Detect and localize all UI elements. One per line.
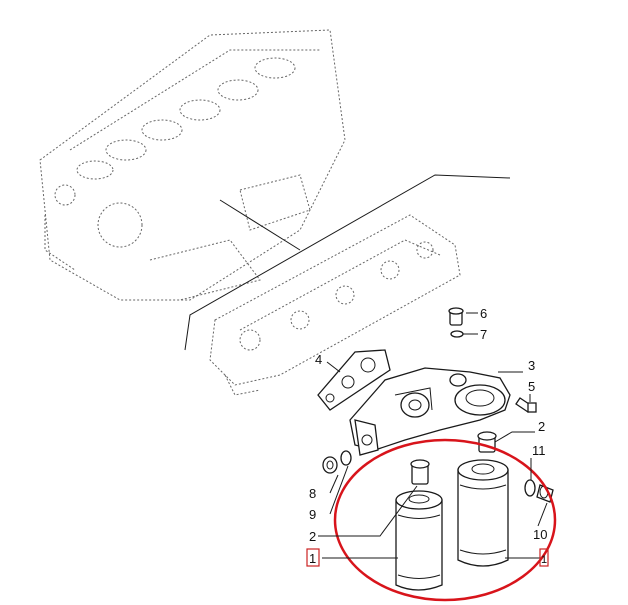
oring-part-9 <box>340 450 352 466</box>
callout-10: 10 <box>533 527 547 542</box>
callout-2-lower: 2 <box>309 529 316 544</box>
callout-2-upper: 2 <box>538 419 545 434</box>
callout-8: 8 <box>309 486 316 501</box>
callout-4: 4 <box>315 352 322 367</box>
callout-11: 11 <box>532 443 546 458</box>
adapter-part-2-lower <box>410 459 430 485</box>
oring-part-7 <box>450 330 464 338</box>
engine-block-ghost <box>39 29 346 301</box>
callout-6: 6 <box>480 306 487 321</box>
callout-1: 1 <box>309 551 316 566</box>
callout-5: 5 <box>528 379 535 394</box>
oil-cooler-ghost <box>209 214 461 396</box>
callout-1b-box <box>539 548 549 567</box>
callout-3: 3 <box>528 358 535 373</box>
callout-9: 9 <box>309 507 316 522</box>
callout-1-box <box>306 548 320 567</box>
gasket-part <box>317 349 391 411</box>
oil-filter-right <box>457 459 509 567</box>
section-frame <box>184 174 511 351</box>
plug-part-8 <box>322 456 338 474</box>
oil-filter-left <box>395 490 443 591</box>
filter-head-housing <box>349 367 511 456</box>
plug-part-10 <box>536 484 554 503</box>
bolt-part-5 <box>515 397 537 413</box>
plug-part-6 <box>448 307 464 326</box>
leader-lines <box>318 312 548 559</box>
oring-part-11 <box>524 479 536 497</box>
callout-7: 7 <box>480 327 487 342</box>
highlight-ring <box>333 438 557 602</box>
callout-1b: 1 <box>541 554 547 566</box>
